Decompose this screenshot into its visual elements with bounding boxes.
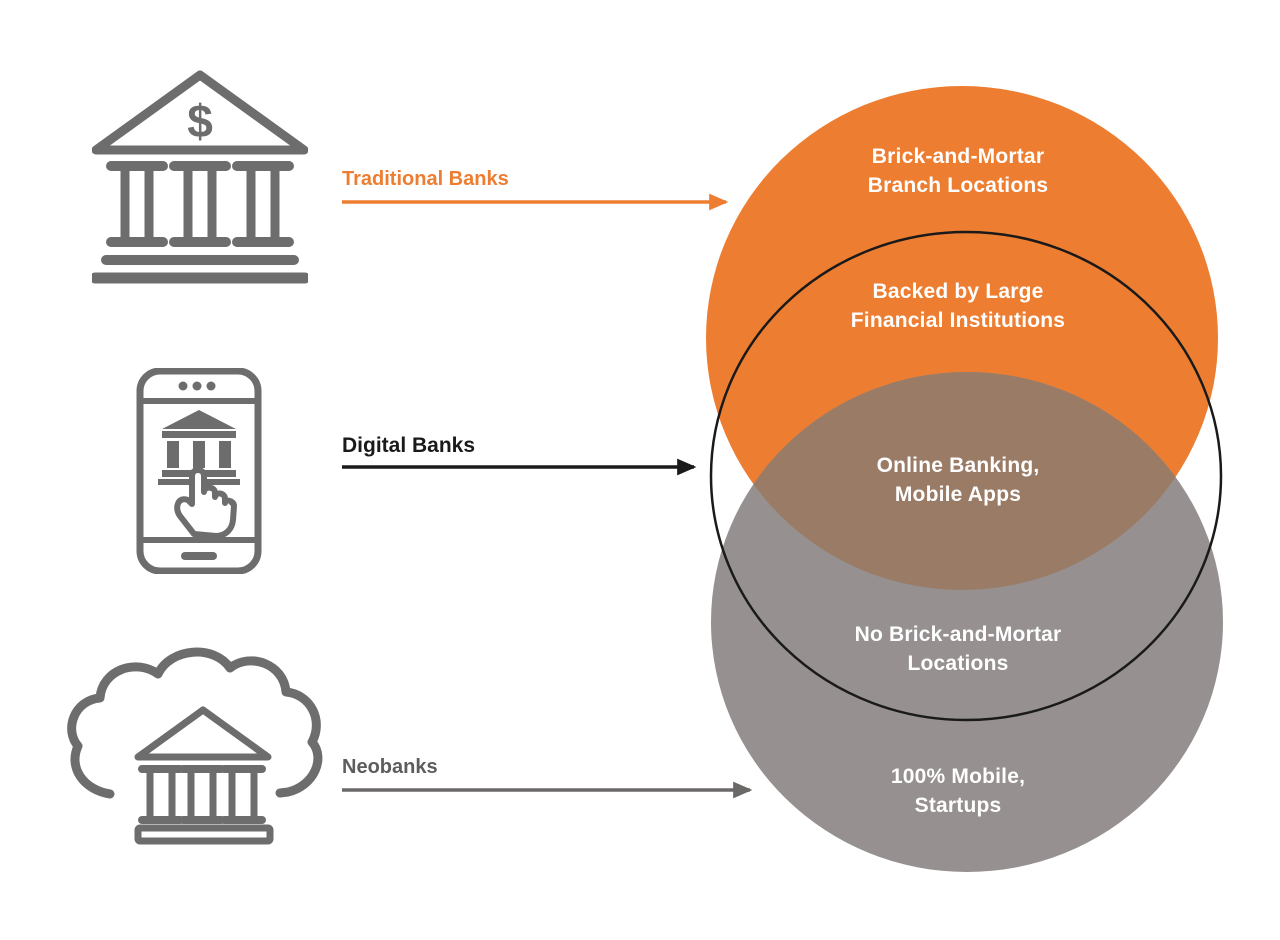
neobanks-label: Neobanks — [342, 756, 438, 778]
cloud-bank-building-icon — [134, 706, 274, 845]
zone-text-line: 100% Mobile, — [890, 765, 1026, 788]
zone-text-line: Brick-and-Mortar — [871, 145, 1045, 168]
zone-traditional-digital: Backed by Large Financial Institutions — [833, 277, 1083, 335]
zone-text-line: Online Banking, — [876, 454, 1040, 477]
bank-building-icon: $ — [92, 70, 308, 284]
zone-digital-neobanks: No Brick-and-Mortar Locations — [833, 620, 1083, 678]
cloud-outline-icon — [67, 647, 323, 799]
cloud-bank-icon — [67, 647, 323, 852]
bank-columns — [106, 161, 294, 247]
zone-text-line: Startups — [914, 794, 1002, 817]
zone-all-overlap: Online Banking, Mobile Apps — [833, 451, 1083, 509]
zone-traditional-only: Brick-and-Mortar Branch Locations — [833, 142, 1083, 200]
dollar-sign-icon: $ — [187, 95, 213, 147]
zone-text-line: No Brick-and-Mortar — [854, 623, 1062, 646]
traditional-neobanks-overlap-region — [711, 372, 1218, 590]
zone-text-line: Financial Institutions — [850, 309, 1066, 332]
digital-banks-circle — [709, 230, 1223, 722]
zone-text-line: Mobile Apps — [894, 483, 1022, 506]
digital-banks-label: Digital Banks — [342, 434, 476, 457]
speaker-dots-icon — [178, 381, 216, 391]
mobile-banking-icon — [136, 368, 262, 574]
zone-neobanks-only: 100% Mobile, Startups — [833, 762, 1083, 820]
zone-text-line: Backed by Large — [872, 280, 1044, 303]
zone-text-line: Locations — [907, 652, 1009, 675]
zone-text-line: Branch Locations — [867, 174, 1049, 197]
traditional-banks-label: Traditional Banks — [342, 168, 509, 190]
tap-hand-icon — [174, 467, 237, 539]
